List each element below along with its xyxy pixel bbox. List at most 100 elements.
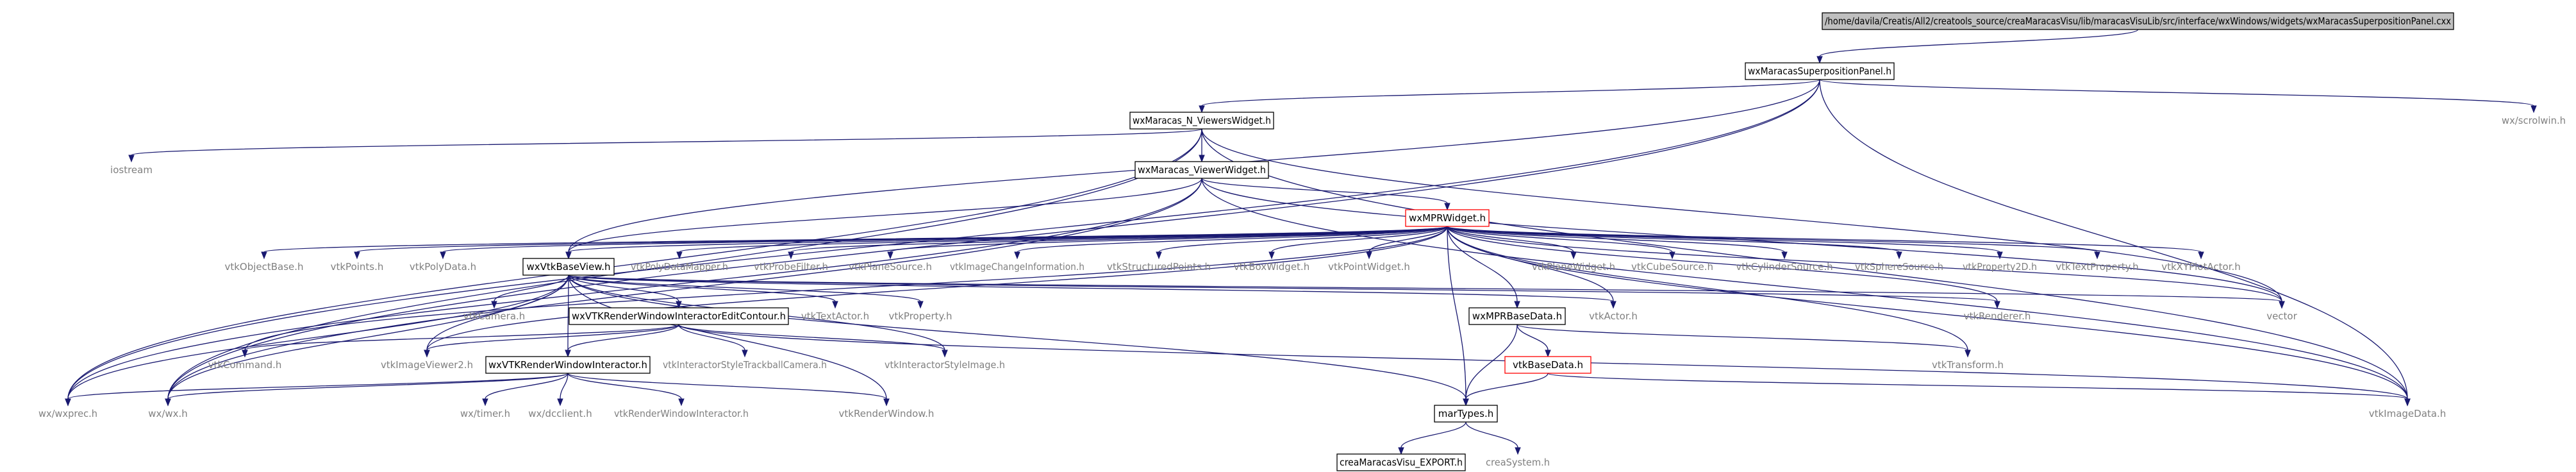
node-box: [1745, 62, 1895, 80]
node-cube: vtkCubeSource.h: [1631, 261, 1713, 273]
edge-basev-textactor: [568, 274, 838, 309]
edge-mpr-plane: [887, 226, 1448, 260]
node-label: vtkBoxWidget.h: [1234, 261, 1309, 273]
arrowhead: [887, 251, 893, 260]
arrowhead: [1997, 251, 2003, 260]
node-label: vtkXYPlotActor.h: [2161, 261, 2241, 273]
node-label: vtkTransform.h: [1932, 359, 2004, 371]
edge-rwiec-command: [242, 324, 679, 358]
node-imgchange: vtkImageChangeInformation.h: [950, 261, 1084, 273]
node-camera: vtkCamera.h: [463, 310, 526, 322]
node-planew: vtkPlaneWidget.h: [1532, 261, 1615, 273]
edge-rwi-vtkrwi: [567, 373, 685, 407]
node-label: wx/wx.h: [148, 408, 188, 419]
arrowhead: [678, 398, 685, 407]
node-wxprec: wx/wxprec.h: [38, 408, 97, 419]
edge-mpr-boxw: [1268, 226, 1448, 260]
node-mpr[interactable]: wxMPRWidget.h: [1405, 209, 1490, 227]
node-box: [1504, 356, 1591, 374]
node-dcclient: wx/dcclient.h: [528, 408, 592, 419]
node-textactor: vtkTextActor.h: [801, 310, 869, 322]
arrowhead: [676, 251, 683, 260]
node-superpos[interactable]: wxMaracasSuperpositionPanel.h: [1745, 62, 1895, 80]
node-martypes[interactable]: marTypes.h: [1434, 405, 1498, 423]
arrowhead: [788, 251, 794, 260]
arrowhead: [1515, 447, 1521, 455]
node-label: vtkCylinderSource.h: [1736, 261, 1832, 273]
node-viewer[interactable]: wxMaracas_ViewerWidget.h: [1134, 161, 1269, 179]
node-scrolwin: wx/scrolwin.h: [2502, 115, 2566, 126]
node-transform: vtkTransform.h: [1932, 359, 2004, 371]
node-label: vtkProperty2D.h: [1963, 261, 2037, 273]
node-rwiec[interactable]: wxVTKRenderWindowInteractorEditContour.h: [569, 307, 789, 325]
node-rwi[interactable]: wxVTKRenderWindowInteractor.h: [485, 356, 651, 374]
node-label: wxMaracas_ViewerWidget.h: [1138, 164, 1266, 176]
node-label: wx/wxprec.h: [38, 408, 97, 419]
node-basev[interactable]: wxVtkBaseView.h: [522, 258, 615, 276]
node-label: vtkCamera.h: [463, 310, 526, 322]
node-timer: wx/timer.h: [460, 408, 510, 419]
edge-mpr-xyplot: [1447, 226, 2204, 260]
arrowhead: [1199, 155, 1205, 163]
node-command: vtkCommand.h: [208, 359, 282, 371]
node-label: vtkProperty.h: [888, 310, 952, 322]
node-label: wxMaracasSuperpositionPanel.h: [1748, 65, 1891, 77]
edge-basev-renderer: [568, 274, 2000, 309]
arrowhead: [1014, 251, 1020, 260]
arrowhead: [165, 398, 171, 407]
node-box: [1336, 453, 1466, 471]
arrowhead: [565, 350, 571, 358]
node-box: [1822, 12, 2454, 30]
node-pointw: vtkPointWidget.h: [1328, 261, 1410, 273]
node-basedata[interactable]: vtkBaseData.h: [1504, 356, 1591, 374]
edge-mprbase-basedata: [1517, 324, 1551, 358]
arrowhead: [1965, 350, 1971, 358]
edge-viewer-mpr: [1201, 178, 1450, 211]
node-label: vtkInteractorStyleTrackballCamera.h: [663, 359, 827, 371]
arrowhead: [942, 350, 948, 358]
node-label: vtkSphereSource.h: [1855, 261, 1943, 273]
node-box: [1405, 209, 1490, 227]
node-property: vtkProperty.h: [888, 310, 952, 322]
node-label: wx/scrolwin.h: [2502, 115, 2566, 126]
node-label: vtkRenderWindow.h: [839, 408, 935, 419]
arrowhead: [1366, 251, 1372, 260]
edge-mpr-cyl: [1447, 226, 1788, 260]
node-label: vector: [2266, 310, 2297, 322]
edge-rwi-timer: [482, 373, 569, 407]
node-box: [1129, 112, 1274, 130]
edge-basedata-imagedata: [1547, 373, 2411, 407]
node-creasystem: creaSystem.h: [1486, 457, 1550, 468]
arrowhead: [424, 350, 430, 358]
node-isimage: vtkInteractorStyleImage.h: [885, 359, 1005, 371]
node-root[interactable]: /home/davila/Creatis/All2/creatools_sour…: [1822, 12, 2454, 30]
node-sphere: vtkSphereSource.h: [1855, 261, 1943, 273]
node-imgviewer2: vtkImageViewer2.h: [381, 359, 473, 371]
edge-root-superpos: [1816, 29, 2139, 64]
arrowhead: [1896, 251, 1902, 260]
node-textprop: vtkTextProperty.h: [2056, 261, 2138, 273]
node-export[interactable]: creaMaracasVisu_EXPORT.h: [1336, 453, 1466, 471]
node-label: creaMaracasVisu_EXPORT.h: [1340, 457, 1463, 469]
node-label: wxMaracas_N_ViewersWidget.h: [1133, 115, 1271, 127]
node-nviewers[interactable]: wxMaracas_N_ViewersWidget.h: [1129, 112, 1274, 130]
arrowhead: [1816, 56, 1823, 64]
edge-superpos-scrolwin: [1819, 79, 2537, 114]
node-box: [1134, 161, 1269, 179]
arrowhead: [2198, 251, 2204, 260]
arrowhead: [65, 398, 71, 407]
edge-martypes-creasystem: [1465, 421, 1521, 455]
edge-rwiec-isimage: [678, 324, 948, 358]
node-box: [1468, 307, 1566, 325]
node-label: vtkImageViewer2.h: [381, 359, 473, 371]
edge-rwi-dcclient: [557, 373, 569, 407]
arrowhead: [1669, 251, 1675, 260]
node-label: vtkTextActor.h: [801, 310, 869, 322]
node-mprbase[interactable]: wxMPRBaseData.h: [1468, 307, 1566, 325]
node-vtkrwi: vtkRenderWindowInteractor.h: [614, 408, 749, 419]
node-label: /home/davila/Creatis/All2/creatools_sour…: [1825, 15, 2451, 28]
edge-rwiec-istc: [678, 324, 748, 358]
node-box: [485, 356, 651, 374]
arrowhead: [2279, 301, 2285, 309]
